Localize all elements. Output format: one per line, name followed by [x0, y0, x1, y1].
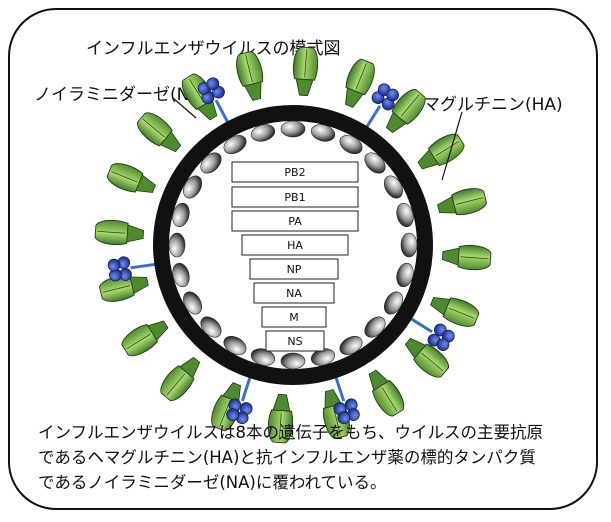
viral-envelope	[153, 105, 433, 385]
membrane-particle	[168, 232, 186, 258]
ha-spike	[345, 58, 375, 108]
rna-segment-ns: NS	[265, 330, 325, 352]
segment-label-pa: PA	[288, 215, 302, 228]
membrane-particle	[383, 175, 403, 199]
segment-label-ha: HA	[287, 239, 303, 252]
rna-segment-pb2: PB2	[231, 161, 359, 183]
membrane-particle	[250, 124, 276, 142]
membrane-particle	[383, 291, 403, 315]
segment-label-ns: NS	[287, 335, 302, 348]
ha-spike	[368, 369, 405, 417]
na-label: ノイラミニダーゼ(NA)	[34, 85, 208, 105]
membrane-particle	[400, 232, 418, 258]
membrane-particle	[364, 316, 386, 338]
na-spike	[226, 373, 253, 425]
membrane-particle	[310, 124, 336, 142]
membrane-particle	[339, 135, 363, 155]
ha-spike	[430, 297, 480, 327]
na-spike	[107, 256, 159, 282]
membrane-particle	[223, 335, 247, 355]
rna-segment-np: NP	[249, 258, 339, 280]
membrane-particle	[200, 152, 222, 174]
ha-spike	[441, 244, 492, 271]
ha-spike	[404, 337, 449, 378]
caption-line-3: であるノイラミニダーゼ(NA)に覆われている。	[38, 473, 387, 492]
membrane-particle	[223, 135, 247, 155]
membrane-particle	[396, 262, 414, 288]
segment-label-m: M	[289, 311, 299, 324]
membrane-particle	[200, 316, 222, 338]
na-pointer-line	[172, 97, 197, 119]
spikes-layer	[94, 46, 492, 444]
particles-layer	[168, 120, 418, 370]
rna-segment-pb1: PB1	[231, 186, 359, 208]
segment-label-na: NA	[286, 287, 302, 300]
membrane-particle	[172, 262, 190, 288]
rna-segment-m: M	[261, 306, 327, 328]
ha-spike	[437, 188, 488, 216]
membrane-particle	[339, 335, 363, 355]
membrane-particle	[183, 291, 203, 315]
ha-spike	[106, 163, 156, 193]
ha-spike	[121, 320, 169, 357]
ha-spike	[137, 112, 182, 153]
ha-label: ヘマグルチニン(HA)	[406, 95, 563, 115]
membrane-particle	[183, 175, 203, 199]
membrane-particle	[280, 120, 306, 138]
na-spike	[333, 373, 360, 425]
membrane-particle	[250, 348, 276, 366]
membrane-particle	[280, 352, 306, 370]
na-spike	[363, 83, 399, 131]
ha-spike	[267, 393, 294, 444]
ha-spike	[236, 50, 264, 101]
membrane-particle	[364, 152, 386, 174]
ha-spike	[94, 219, 145, 246]
na-spike	[197, 77, 231, 126]
segment-label-pb1: PB1	[284, 191, 305, 204]
caption-line-1: インフルエンザウイルスは8本の遺伝子をもち、ウイルスの主要抗原	[38, 423, 544, 442]
rna-segment-pa: PA	[231, 210, 359, 232]
membrane-particle	[172, 202, 190, 228]
segment-label-np: NP	[287, 263, 302, 276]
membrane-particle	[396, 202, 414, 228]
ha-pointer-line	[441, 111, 463, 181]
diagram-title: インフルエンザウイルスの模式図	[86, 39, 341, 59]
diagram-frame	[8, 8, 598, 510]
segment-label-pb2: PB2	[284, 166, 305, 179]
na-spike	[407, 315, 455, 351]
caption: インフルエンザウイルスは8本の遺伝子をもち、ウイルスの主要抗原 であるヘマグルチ…	[38, 420, 590, 495]
rna-segment-ha: HA	[241, 234, 349, 256]
caption-line-2: であるヘマグルチニン(HA)と抗インフルエンザ薬の標的タンパク質	[38, 448, 536, 467]
rna-segment-na: NA	[253, 282, 335, 304]
ha-spike	[385, 89, 426, 134]
ha-spike	[160, 356, 201, 401]
ha-spike	[417, 133, 465, 170]
ha-spike	[98, 274, 149, 302]
ha-spike	[292, 46, 319, 97]
